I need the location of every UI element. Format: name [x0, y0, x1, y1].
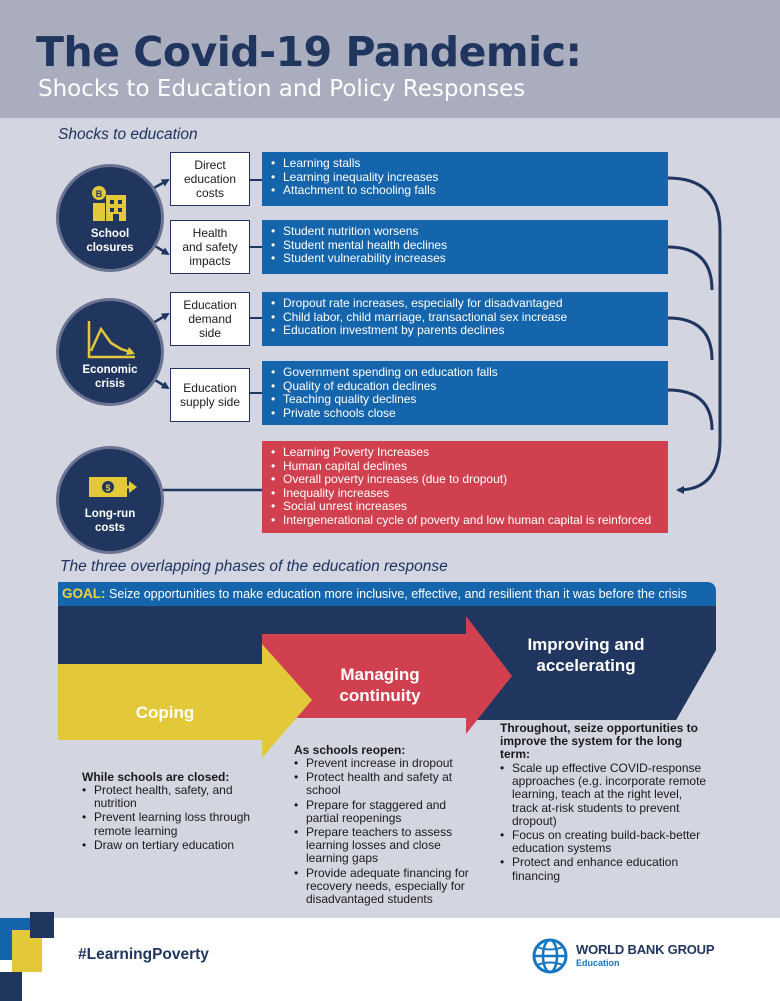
- list-item: Attachment to schooling falls: [270, 184, 660, 198]
- cause-circle-school-closures: B School closures: [56, 164, 164, 272]
- org-logo-name: WORLD BANK GROUP: [576, 942, 715, 957]
- list-item: Student mental health declines: [270, 238, 660, 253]
- list-item: Education investment by parents declines: [270, 324, 660, 338]
- list-item: Dropout rate increases, especially for d…: [270, 296, 660, 311]
- improving-list: Scale up effective COVID-response approa…: [498, 761, 708, 884]
- long-run-effects-box: Learning Poverty Increases Human capital…: [262, 441, 668, 533]
- list-item: Government spending on education falls: [270, 365, 660, 380]
- managing-heading: As schools reopen:: [294, 743, 406, 757]
- improving-heading: Throughout, seize opportunities to impro…: [500, 721, 698, 761]
- list-item: Intergenerational cycle of poverty and l…: [270, 513, 660, 528]
- list-item: Prevent increase in dropout: [292, 756, 472, 770]
- list-item: Human capital declines: [270, 459, 660, 474]
- effect-box-direct-costs: Learning stalls Learning inequality incr…: [262, 152, 668, 206]
- list-item: Protect health and safety at school: [292, 771, 472, 798]
- list-item: Focus on creating build-back-better educ…: [498, 828, 708, 855]
- coping-list: Protect health, safety, and nutrition Pr…: [80, 783, 260, 853]
- cause-label-school-closures: School closures: [86, 228, 134, 254]
- coping-heading: While schools are closed:: [82, 770, 230, 784]
- list-item: Social unrest increases: [270, 500, 660, 514]
- shocks-section-title: Shocks to education: [58, 126, 198, 143]
- banknote-icon: $: [89, 477, 137, 497]
- list-item: Scale up effective COVID-response approa…: [498, 761, 708, 828]
- goal-label: GOAL:: [62, 586, 106, 601]
- cause-circle-economic-crisis: Economic crisis: [56, 298, 164, 406]
- list-item: Draw on tertiary education: [80, 838, 260, 852]
- list-item: Learning Poverty Increases: [270, 445, 660, 460]
- decorative-blocks: [0, 912, 54, 1001]
- effect-box-health-safety: Student nutrition worsens Student mental…: [262, 220, 668, 274]
- list-item: Prepare teachers to assess learning loss…: [292, 825, 472, 866]
- page-title: The Covid-19 Pandemic:: [36, 28, 582, 76]
- phase-arrow-coping: [58, 644, 312, 758]
- phase-title-improving: Improving and accelerating: [527, 635, 645, 675]
- school-building-icon: B: [92, 186, 126, 221]
- svg-text:$: $: [105, 483, 110, 493]
- channel-education-supply-side: Education supply side: [170, 368, 250, 422]
- phase-title-coping: Coping: [135, 703, 195, 722]
- header-banner: The Covid-19 Pandemic: Shocks to Educati…: [0, 0, 780, 118]
- hashtag-learning-poverty[interactable]: #LearningPoverty: [78, 946, 209, 963]
- globe-icon: [532, 938, 568, 974]
- svg-text:B: B: [96, 189, 103, 199]
- list-item: Quality of education declines: [270, 379, 660, 394]
- list-item: Prevent learning loss through remote lea…: [80, 811, 260, 838]
- phase-arrow-managing: [262, 616, 512, 734]
- effect-box-supply-side: Government spending on education falls Q…: [262, 361, 668, 425]
- goal-text: Seize opportunities to make education mo…: [108, 587, 687, 601]
- list-item: Private schools close: [270, 406, 660, 421]
- decline-chart-icon: [87, 321, 135, 359]
- list-item: Learning inequality increases: [270, 170, 660, 185]
- phase-title-managing: Managing continuity: [339, 665, 421, 705]
- list-item: Learning stalls: [270, 156, 660, 171]
- list-item: Provide adequate financing for recovery …: [292, 866, 472, 907]
- channel-direct-education-costs: Direct education costs: [170, 152, 250, 206]
- phase-arrows: [58, 582, 716, 758]
- list-item: Child labor, child marriage, transaction…: [270, 310, 660, 325]
- channel-education-demand-side: Education demand side: [170, 292, 250, 346]
- cause-circle-long-run-costs: $ Long-run costs: [56, 446, 164, 554]
- list-item: Inequality increases: [270, 486, 660, 501]
- org-logo-sub: Education: [576, 958, 620, 968]
- response-section-title: The three overlapping phases of the educ…: [60, 558, 448, 575]
- list-item: Student vulnerability increases: [270, 252, 660, 266]
- managing-list: Prevent increase in dropout Protect heal…: [292, 756, 472, 907]
- list-item: Prepare for staggered and partial reopen…: [292, 798, 472, 825]
- channel-health-safety-impacts: Health and safety impacts: [170, 220, 250, 274]
- list-item: Protect and enhance education financing: [498, 856, 708, 883]
- list-item: Overall poverty increases (due to dropou…: [270, 473, 660, 487]
- cause-label-economic-crisis: Economic crisis: [82, 364, 138, 390]
- goal-statement: GOAL: Seize opportunities to make educat…: [62, 586, 687, 601]
- list-item: Protect health, safety, and nutrition: [80, 783, 260, 810]
- list-item: Teaching quality declines: [270, 393, 660, 407]
- effect-box-demand-side: Dropout rate increases, especially for d…: [262, 292, 668, 346]
- list-item: Student nutrition worsens: [270, 224, 660, 239]
- cause-label-long-run-costs: Long-run costs: [84, 508, 136, 534]
- page-subtitle: Shocks to Education and Policy Responses: [38, 76, 526, 102]
